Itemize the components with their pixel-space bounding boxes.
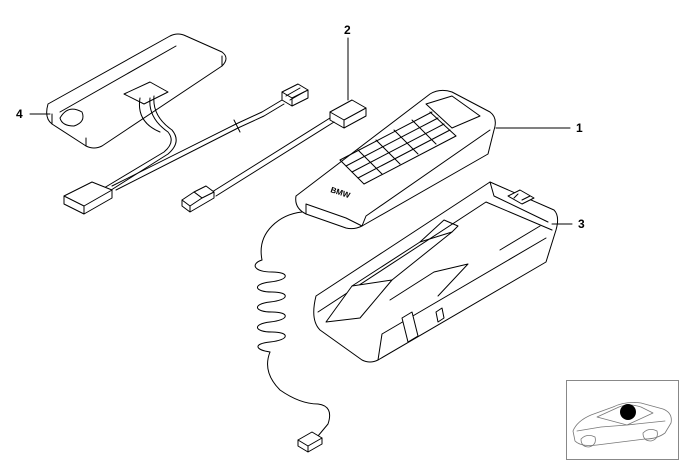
module-connector xyxy=(63,181,113,215)
callout-2: 2 xyxy=(344,23,351,37)
pin-connector xyxy=(281,83,309,107)
handset xyxy=(295,89,496,230)
coiled-cord xyxy=(254,211,331,453)
control-module xyxy=(46,33,227,149)
callout-4: 4 xyxy=(16,107,23,121)
car-outline xyxy=(572,402,672,448)
callout-1: 1 xyxy=(576,121,583,135)
cradle xyxy=(313,181,559,363)
location-marker xyxy=(620,404,636,420)
leader-lines xyxy=(29,37,573,225)
handset-keypad xyxy=(339,111,457,185)
adapter-cable xyxy=(181,99,367,213)
module-cable xyxy=(103,95,285,193)
callout-3: 3 xyxy=(578,217,585,231)
vehicle-location-inset xyxy=(566,380,679,460)
